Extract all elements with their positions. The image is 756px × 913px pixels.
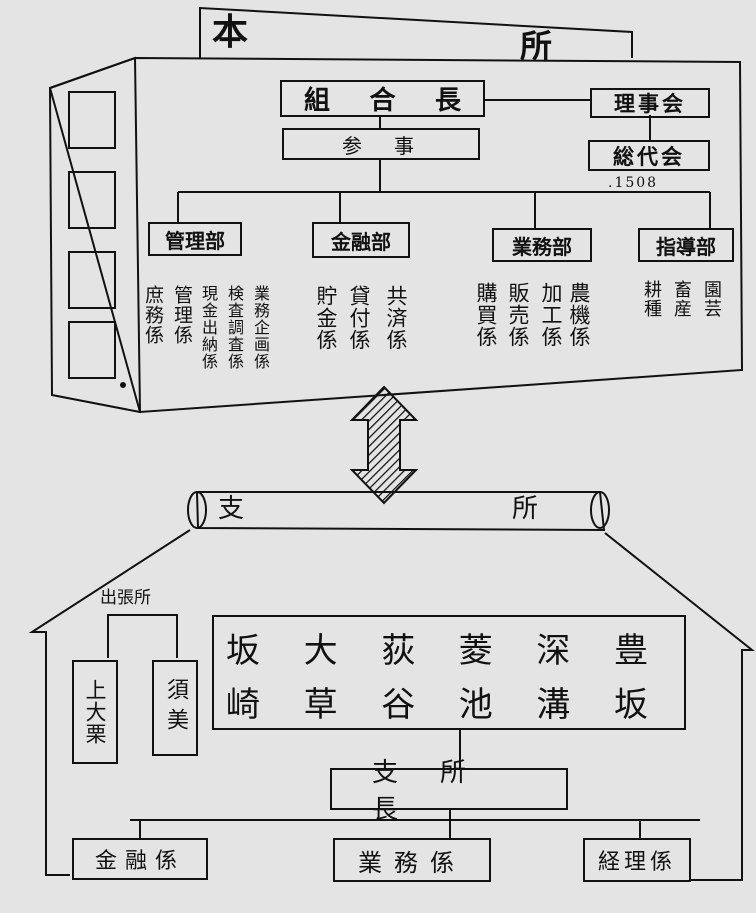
- kumiaicho-box: 組 合 長: [280, 80, 485, 117]
- gyomu-section: 販売係: [506, 282, 530, 348]
- gyomu-section: 加工係: [539, 282, 563, 348]
- gyomu-section: 農機係: [567, 282, 591, 348]
- branch-name-bottom-char: 溝: [536, 685, 571, 725]
- kinyu-kakari-box: 金融係: [72, 838, 208, 880]
- keiri-kakari-box: 経理係: [583, 838, 691, 882]
- building-side-wall: [48, 56, 142, 414]
- shuchojo-sumi-box: 須美: [152, 660, 198, 756]
- sodaikai-box: 総代会: [588, 140, 710, 171]
- branches-row-bottom: 崎草谷池溝坂: [226, 677, 648, 726]
- branch-name-top-char: 坂: [226, 631, 260, 671]
- branches-box: 坂 大 荻 菱 深 豊 崎 草 谷 池 溝 坂: [212, 615, 686, 730]
- sign-scroll-left: [187, 491, 207, 529]
- kanri-section: 業務企画係: [251, 285, 270, 370]
- branch-name-bottom-char: 谷: [381, 685, 416, 725]
- window-4: [68, 321, 116, 379]
- gyomu-section: 購買係: [474, 282, 498, 348]
- shisho-roof-left: [28, 529, 191, 876]
- honsho-title-left: 本: [212, 11, 249, 53]
- honsho-title-right: 所: [520, 27, 553, 65]
- sign-scroll-right: [590, 491, 610, 529]
- sanji-box: 参 事: [282, 128, 480, 160]
- shisho-sign-board: [195, 491, 606, 532]
- branches-row-top: 坂大荻菱深豊: [226, 623, 648, 672]
- branch-name-bottom-char: 坂: [613, 685, 648, 725]
- kumiaicho-char-3: 長: [434, 86, 461, 116]
- shisho-roof-right: [604, 532, 755, 881]
- kanri-section: 現金出納係: [199, 285, 218, 370]
- branch-name-top-char: 豊: [613, 631, 648, 671]
- branch-name-top-char: 深: [536, 631, 571, 671]
- dept-shido-box: 指導部: [638, 228, 734, 262]
- branch-name-top-char: 荻: [381, 631, 416, 671]
- kinyu-section: 貯金係: [314, 285, 338, 351]
- branch-name-bottom-char: 草: [303, 685, 338, 725]
- window-1: [68, 91, 116, 149]
- shuchojo-sumi-label: 須美: [163, 678, 188, 738]
- window-2: [68, 171, 116, 229]
- branch-name-top-char: 大: [303, 631, 338, 671]
- sodai-count: .1508: [608, 175, 659, 191]
- shuchojo-kamiokuri-label: 上大栗: [83, 679, 107, 745]
- shido-section: 畜産: [671, 280, 692, 318]
- dept-gyomu-box: 業務部: [492, 228, 592, 262]
- dept-kinyu-box: 金融部: [312, 222, 410, 258]
- branch-name-bottom-char: 崎: [226, 685, 260, 725]
- shido-section: 園芸: [701, 280, 722, 318]
- branch-name-bottom-char: 池: [458, 685, 493, 725]
- kanri-section: 庶務係: [142, 285, 164, 345]
- kumiaicho-char-1: 組: [304, 86, 331, 116]
- shishocho-box: 支所長: [330, 758, 568, 825]
- kinyu-section: 共済係: [384, 285, 408, 351]
- kanri-section: 管理係: [171, 285, 193, 345]
- shuchojo-label: 出張所: [100, 588, 151, 608]
- exchange-arrow: [349, 385, 419, 505]
- kanri-section: 検査調査係: [225, 285, 244, 370]
- shisho-title-left: 支: [218, 494, 245, 524]
- shisho-title-right: 所: [512, 494, 539, 524]
- kinyu-section: 貸付係: [347, 285, 371, 351]
- gyomu-kakari-box: 業務係: [333, 838, 491, 882]
- shido-section: 耕種: [641, 280, 662, 318]
- roof-sign-outline: [199, 6, 633, 58]
- branch-name-top-char: 菱: [458, 631, 493, 671]
- kumiaicho-char-2: 合: [369, 86, 396, 116]
- rijikai-box: 理事会: [590, 88, 710, 118]
- dept-kanri-box: 管理部: [148, 222, 242, 256]
- window-3: [68, 251, 116, 309]
- door-knob: [120, 382, 126, 388]
- shuchojo-bracket: [107, 614, 178, 658]
- shuchojo-kamiokuri-box: 上大栗: [72, 660, 118, 764]
